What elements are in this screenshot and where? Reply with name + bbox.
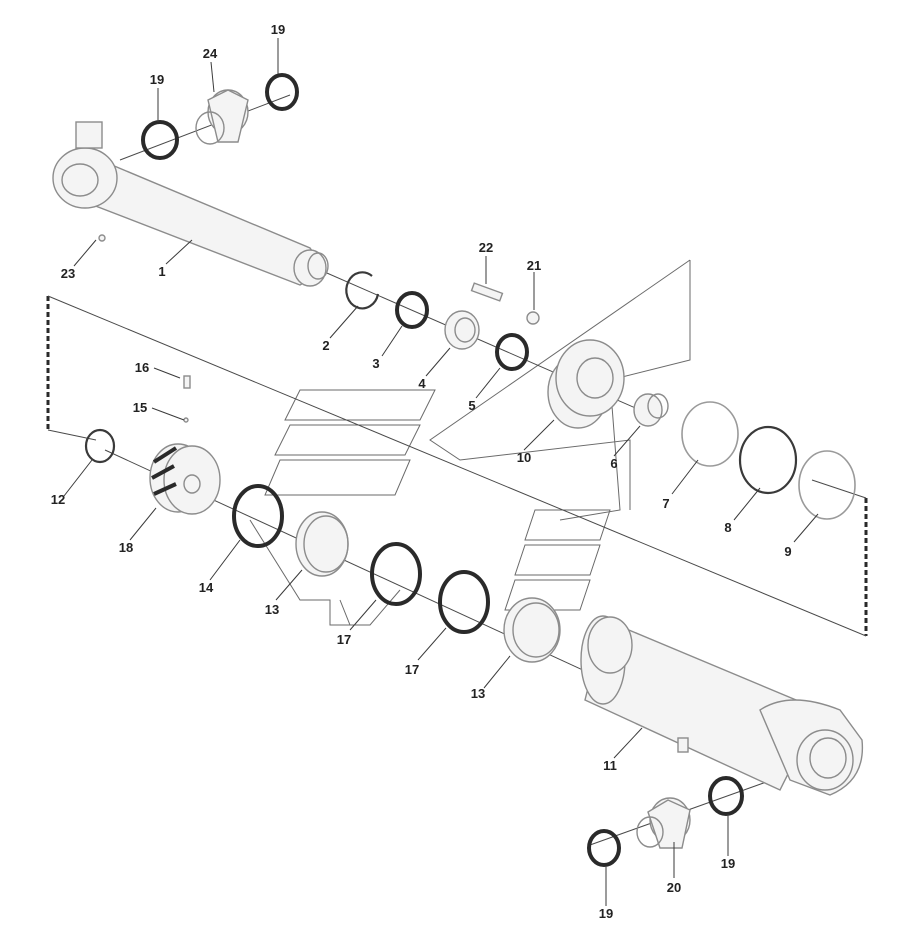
callout-1: 1 xyxy=(158,264,165,279)
cylinder-head xyxy=(547,339,625,429)
callout-11: 11 xyxy=(603,758,617,773)
callout-3: 3 xyxy=(372,356,379,371)
ring-5 xyxy=(495,333,529,371)
seal-rings-7-8-9 xyxy=(681,401,856,520)
callout-19: 19 xyxy=(150,72,164,87)
callout-21: 21 xyxy=(527,258,541,273)
callout-4: 4 xyxy=(418,376,426,391)
wiper-seal xyxy=(444,310,480,350)
callout-17: 17 xyxy=(405,662,419,677)
leader-lines xyxy=(63,38,819,906)
grease-nipple xyxy=(98,234,106,242)
callout-19: 19 xyxy=(721,856,735,871)
callout-13: 13 xyxy=(471,686,485,701)
callout-16: 16 xyxy=(135,360,149,375)
callout-7: 7 xyxy=(662,496,669,511)
callout-17: 17 xyxy=(337,632,351,647)
callout-10: 10 xyxy=(517,450,531,465)
ring-3 xyxy=(395,291,429,329)
callout-5: 5 xyxy=(468,398,475,413)
callout-24: 24 xyxy=(203,46,218,61)
washer-21 xyxy=(526,311,540,325)
callout-12: 12 xyxy=(51,492,65,507)
seal-rings-17 xyxy=(370,542,490,634)
guide-bushing xyxy=(633,393,669,427)
callout-19: 19 xyxy=(599,906,613,921)
callout-22: 22 xyxy=(479,240,493,255)
snap-ring xyxy=(345,271,380,310)
callout-18: 18 xyxy=(119,540,133,555)
piston-rod xyxy=(52,121,329,287)
ring-14 xyxy=(232,484,284,548)
callout-labels: 19 24 19 1 23 22 21 2 3 4 5 10 6 7 8 9 1… xyxy=(51,22,792,921)
callout-6: 6 xyxy=(610,456,617,471)
seal-ring-19-top xyxy=(141,73,299,160)
cylinder-tube xyxy=(580,615,864,796)
callout-14: 14 xyxy=(199,580,214,595)
ring-12 xyxy=(84,428,116,464)
callout-13: 13 xyxy=(265,602,279,617)
callout-23: 23 xyxy=(61,266,75,281)
set-screw xyxy=(183,375,191,423)
callout-8: 8 xyxy=(724,520,731,535)
callout-20: 20 xyxy=(667,880,681,895)
seal-ring-19-bottom xyxy=(587,776,744,867)
piston xyxy=(149,443,221,515)
callout-15: 15 xyxy=(133,400,147,415)
bushing-bottom xyxy=(636,797,691,849)
callout-19: 19 xyxy=(271,22,285,37)
bushing-top xyxy=(195,89,249,145)
callout-9: 9 xyxy=(784,544,791,559)
guide-rings-13 xyxy=(295,511,561,663)
bolt-22 xyxy=(470,282,504,302)
callout-2: 2 xyxy=(322,338,329,353)
